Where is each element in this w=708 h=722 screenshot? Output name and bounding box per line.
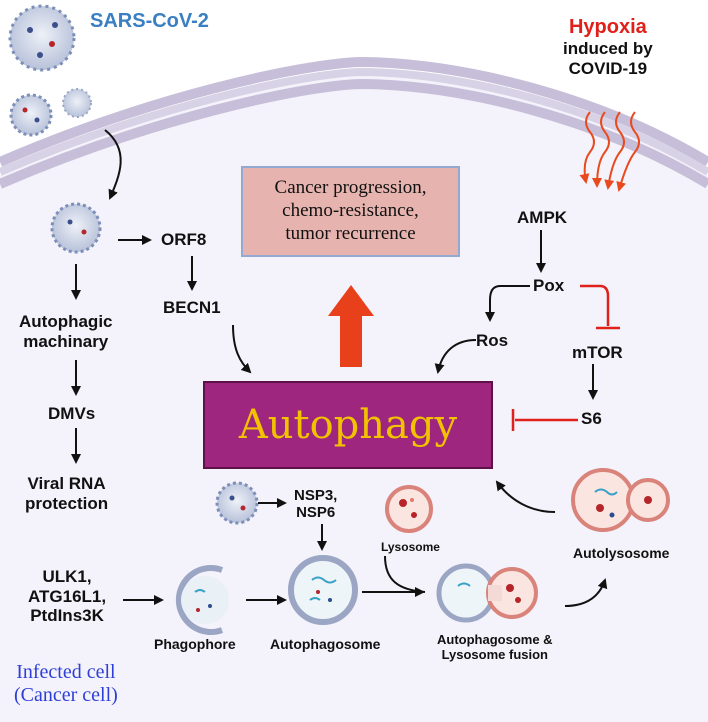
fusion-line1: Autophagosome &	[437, 632, 553, 647]
ulk-line3: PtdIns3K	[30, 606, 104, 626]
s6-label: S6	[581, 409, 602, 428]
mtor-label: mTOR	[572, 343, 623, 362]
cancer-outcomes-box: Cancer progression, chemo-resistance, tu…	[241, 166, 460, 257]
virus-icon-nsp	[215, 481, 259, 525]
lysosome-icon	[385, 485, 433, 533]
ulk-line2: ATG16L1,	[28, 586, 107, 606]
phagophore-label: Phagophore	[154, 636, 236, 652]
ulk-label: ULK1, ATG16L1, PtdIns3K	[28, 567, 106, 626]
autophagic-machinery-label: Autophagic machinary	[19, 312, 113, 351]
virus-icon	[8, 4, 76, 72]
fusion-label: Autophagosome & Lysosome fusion	[437, 632, 553, 663]
autophagy-label: Autophagy	[238, 402, 458, 448]
ampk-label: AMPK	[517, 208, 568, 227]
nsp-label: NSP3, NSP6	[294, 487, 337, 522]
autophagosome-label: Autophagosome	[270, 636, 381, 652]
hypoxia-block: Hypoxia induced by COVID-19	[563, 16, 653, 78]
cancer-line3: tumor recurrence	[285, 222, 416, 244]
infected-cell-label: Infected cell (Cancer cell)	[14, 661, 118, 707]
hypoxia-title: Hypoxia	[568, 16, 647, 38]
phagophore-icon	[175, 565, 229, 635]
cancer-line1: Cancer progression,	[274, 177, 427, 199]
virus-label: SARS-CoV-2	[90, 10, 209, 32]
hypoxia-line3: COVID-19	[568, 58, 648, 78]
hypoxia-line2: induced by	[563, 39, 653, 58]
fusion-line2: Lysosome fusion	[441, 646, 548, 662]
autophagic-line2: machinary	[23, 331, 109, 351]
lysosome-label: Lysosome	[381, 540, 440, 554]
viral-line1: Viral RNA	[27, 474, 106, 493]
up-arrow-icon	[328, 285, 374, 367]
becn1-label: BECN1	[163, 298, 221, 317]
nsp-line1: NSP3,	[294, 487, 338, 504]
virus-icon-small	[9, 88, 92, 137]
virus-icon-entry	[50, 202, 102, 254]
nsp-line2: NSP6	[296, 504, 336, 522]
autolysosome-label: Autolysosome	[573, 545, 670, 561]
pox-label: Pox	[533, 276, 565, 295]
ulk-line1: ULK1,	[42, 567, 92, 586]
ros-label: Ros	[476, 331, 509, 350]
viral-line2: protection	[25, 493, 109, 513]
hypoxia-waves-icon	[579, 111, 640, 192]
viral-rna-label: Viral RNA protection	[25, 474, 108, 513]
autophagy-box: Autophagy	[203, 381, 493, 469]
autolysosome-icon	[571, 468, 670, 532]
inhibition-lines	[511, 284, 620, 431]
cell-label-line2: (Cancer cell)	[14, 684, 118, 706]
dmvs-label: DMVs	[48, 404, 96, 423]
cancer-line2: chemo-resistance,	[282, 200, 419, 222]
fusion-icon	[436, 563, 538, 623]
cell-label-line1: Infected cell	[16, 661, 116, 683]
autophagic-line1: Autophagic	[19, 312, 113, 331]
autophagosome-icon	[288, 555, 358, 625]
pathway-arrows	[71, 129, 608, 607]
orf8-label: ORF8	[161, 230, 207, 249]
